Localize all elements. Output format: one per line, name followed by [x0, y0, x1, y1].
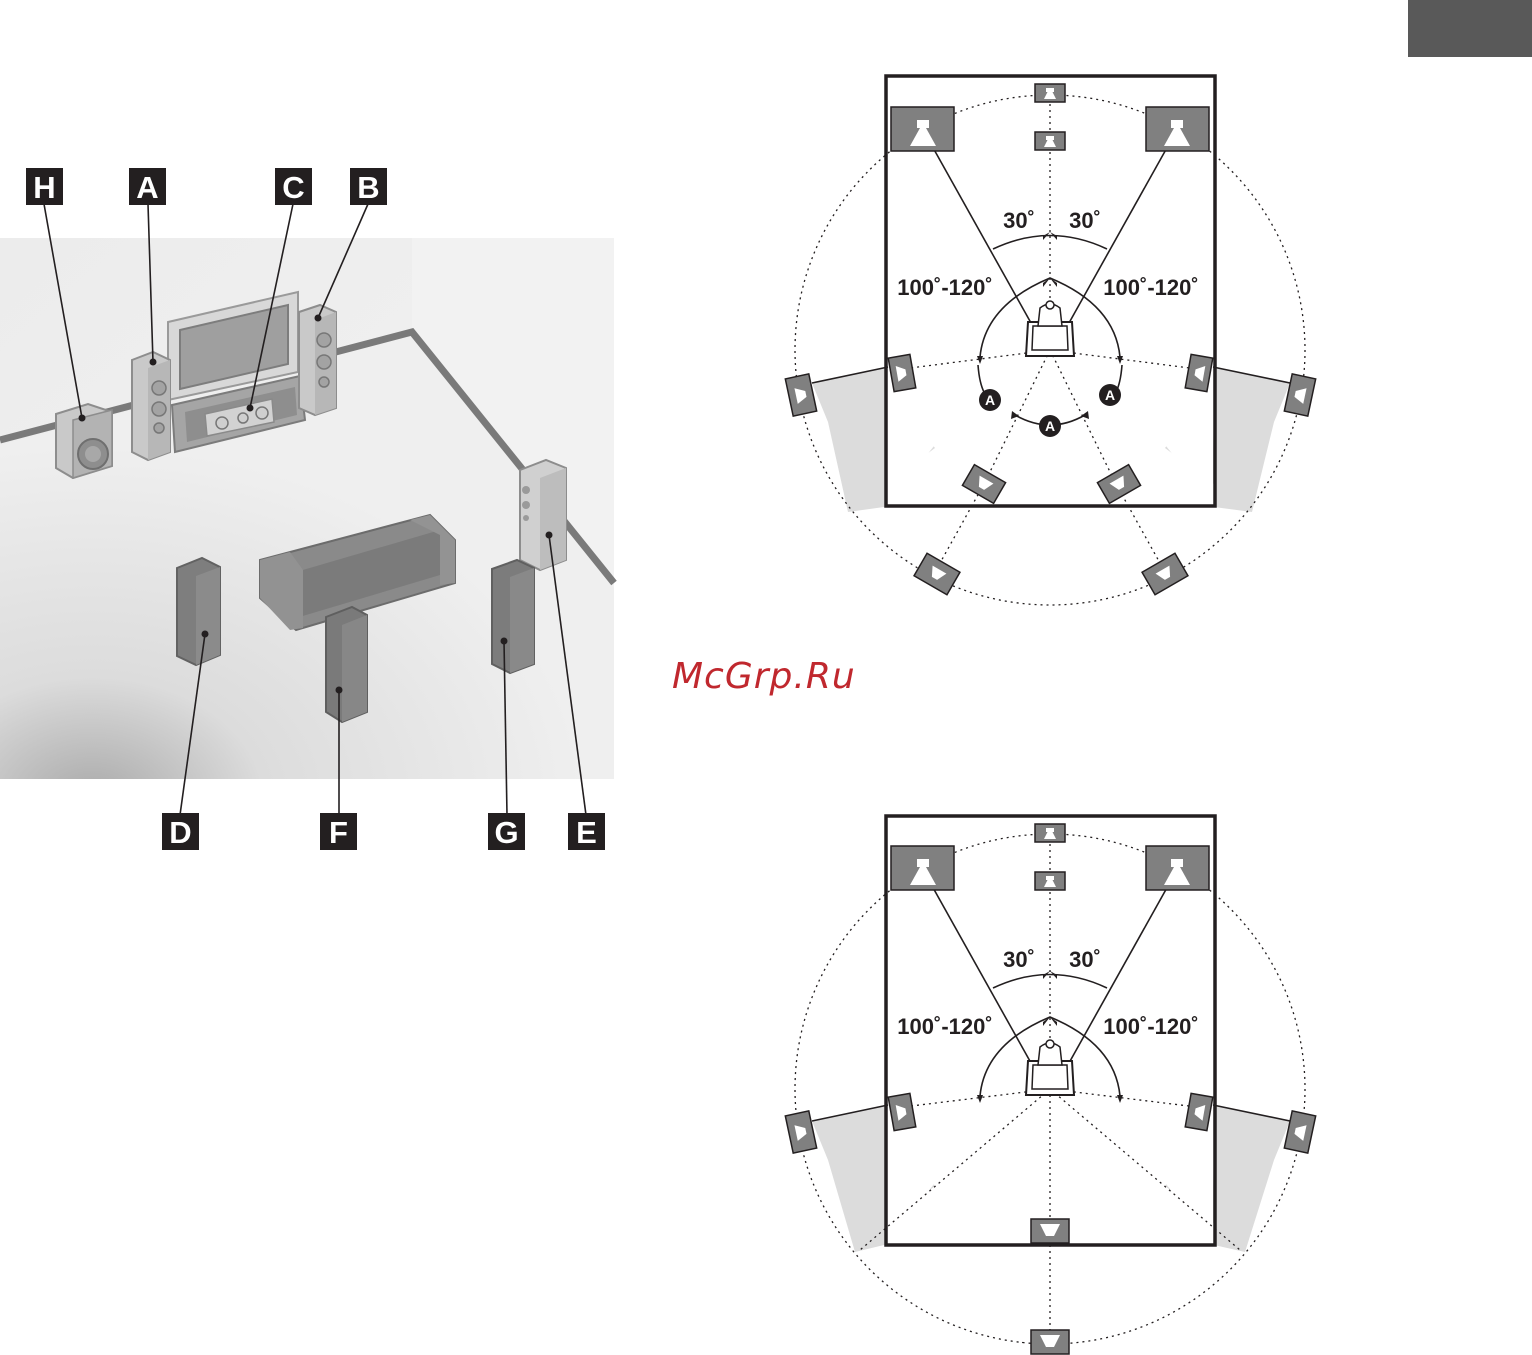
label-g-text: G — [494, 815, 518, 850]
speaker-front-right — [1146, 107, 1209, 151]
watermark: McGrp.Ru — [672, 656, 856, 697]
front-angle-left: 30˚ — [1003, 947, 1035, 972]
surround-back-right-speaker — [492, 560, 534, 673]
layout-diagram-bottom: 30˚ 30˚ 100˚-120˚ 100˚-120˚ — [785, 816, 1315, 1354]
angle-badge: A — [979, 389, 1001, 411]
surround-left-speaker — [177, 558, 220, 665]
speaker-surround-back-outer — [1031, 1330, 1069, 1354]
svg-text:A: A — [1045, 418, 1055, 434]
speaker-surround-left-outer — [785, 374, 816, 416]
speaker-center — [1035, 872, 1065, 890]
angle-badge: A — [1099, 384, 1121, 406]
svg-text:A: A — [985, 392, 995, 408]
front-angle-left: 30˚ — [1003, 208, 1035, 233]
speaker-front-left — [891, 846, 954, 890]
label-b: B — [350, 168, 387, 205]
speaker-front-right — [1146, 846, 1209, 890]
speaker-center — [1035, 132, 1065, 150]
room-illustration: H A C B D F G E — [0, 168, 614, 850]
speaker-surround-left-outer — [785, 1111, 816, 1153]
label-e-text: E — [576, 815, 597, 850]
speaker-surround-back-right-outer — [1142, 553, 1188, 595]
speaker-front-top — [1035, 824, 1065, 842]
label-c-text: C — [282, 170, 304, 205]
label-a: A — [129, 168, 166, 205]
front-left-speaker — [132, 352, 170, 460]
surround-angle-left: 100˚-120˚ — [897, 1014, 992, 1039]
front-angle-right: 30˚ — [1069, 947, 1101, 972]
speaker-surround-back-left-inner — [962, 465, 1005, 504]
surround-angle-left: 100˚-120˚ — [897, 275, 992, 300]
subwoofer — [56, 404, 112, 478]
label-h-text: H — [33, 170, 55, 205]
label-c: C — [275, 168, 312, 205]
listener-icon — [1026, 301, 1074, 356]
label-e: E — [568, 813, 605, 850]
front-angle-right: 30˚ — [1069, 208, 1101, 233]
listener-icon — [1026, 1040, 1074, 1095]
label-g: G — [488, 813, 525, 850]
speaker-front-top — [1035, 84, 1065, 102]
angle-badge: A — [1039, 415, 1061, 437]
label-d-text: D — [169, 815, 191, 850]
layout-diagram-top: 30˚ 30˚ 100˚-120˚ 100˚-120˚ A A A — [785, 76, 1315, 605]
speaker-surround-back-inner — [1031, 1219, 1069, 1243]
label-f: F — [320, 813, 357, 850]
label-a-text: A — [136, 170, 158, 205]
surround-angle-right: 100˚-120˚ — [1103, 1014, 1198, 1039]
surround-back-speaker — [326, 607, 367, 722]
surround-right-speaker — [520, 460, 566, 570]
speaker-surround-back-right-inner — [1097, 465, 1140, 504]
speaker-surround-back-left-outer — [914, 553, 960, 595]
speaker-surround-right-outer — [1284, 374, 1315, 416]
speaker-front-left — [891, 107, 954, 151]
svg-text:A: A — [1105, 387, 1115, 403]
label-b-text: B — [357, 170, 379, 205]
label-f-text: F — [329, 815, 348, 850]
surround-angle-right: 100˚-120˚ — [1103, 275, 1198, 300]
front-right-speaker — [299, 305, 336, 415]
speaker-surround-right-outer — [1284, 1111, 1315, 1153]
label-h: H — [26, 168, 63, 205]
label-d: D — [162, 813, 199, 850]
